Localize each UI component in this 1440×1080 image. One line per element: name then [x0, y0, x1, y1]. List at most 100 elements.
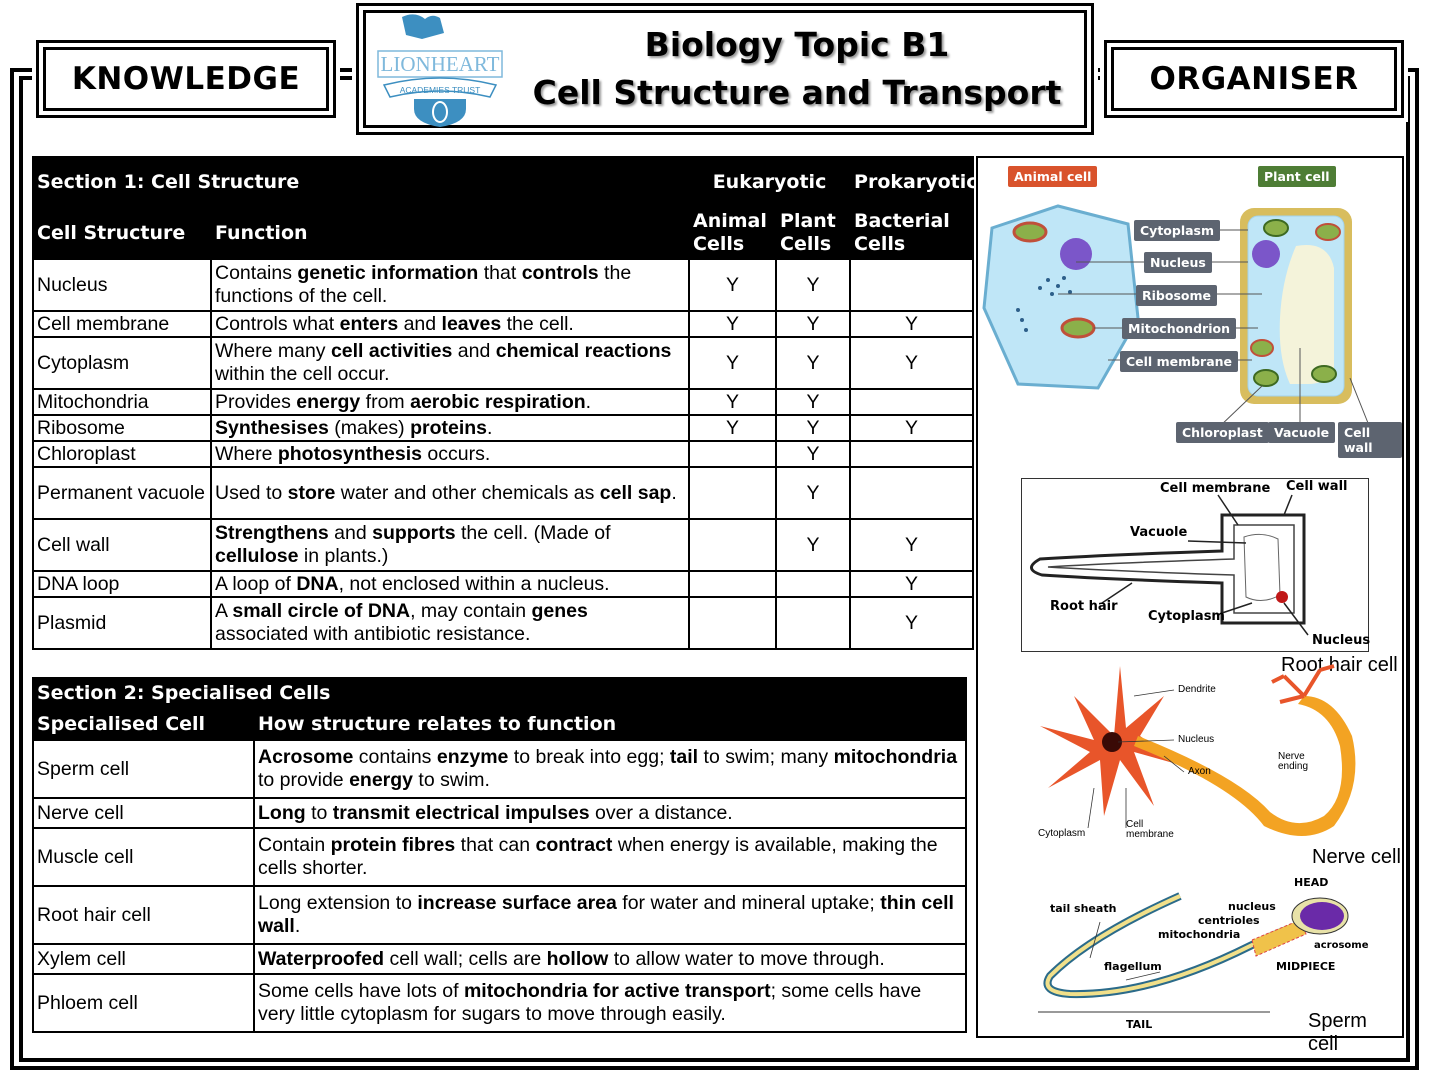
sperm-nucleus: nucleus — [1228, 900, 1276, 913]
bacterial-presence — [849, 466, 975, 520]
knowledge-header-box: KNOWLEDGE — [32, 36, 340, 122]
rh-cytoplasm: Cytoplasm — [1148, 609, 1225, 624]
col-how-structure: How structure relates to function — [253, 707, 967, 741]
cell-structure-name: Chloroplast — [32, 440, 212, 468]
nerve-nucleus: Nucleus — [1178, 734, 1215, 745]
label-ribosome: Ribosome — [1136, 285, 1217, 306]
plant-cell-tag: Plant cell — [1258, 166, 1336, 187]
specialised-cells-table: Section 2: Specialised Cells Specialised… — [32, 677, 967, 1033]
section1-title: Section 1: Cell Structure — [31, 156, 691, 208]
section2-header-row: Specialised Cell How structure relates t… — [32, 707, 967, 741]
nerve-dendrite: Dendrite — [1178, 684, 1216, 695]
sperm-mitochondria: mitochondria — [1158, 928, 1241, 941]
title-line-2: Cell Structure and Transport — [532, 73, 1062, 112]
page-title: Biology Topic B1 Cell Structure and Tran… — [510, 21, 1084, 117]
specialised-cell-description: Waterproofed cell wall; cells are hollow… — [253, 943, 967, 975]
sperm-cell-diagram — [1038, 892, 1349, 1013]
plant-presence: Y — [775, 414, 852, 442]
section1-title-row: Section 1: Cell Structure Eukaryotic Pro… — [31, 156, 978, 208]
lionheart-logo: LIONHEART ACADEMIES TRUST — [377, 14, 503, 127]
specialised-cell-name: Xylem cell — [32, 943, 255, 975]
knowledge-label: KNOWLEDGE — [71, 61, 301, 97]
bacterial-presence: Y — [849, 596, 975, 650]
cell-structure-function: A small circle of DNA, may contain genes… — [209, 596, 691, 650]
label-cell-membrane: Cell membrane — [1120, 351, 1239, 372]
animal-plant-cell-diagram — [982, 204, 1371, 429]
root-hair-diagram: Cell membrane Cell wall Vacuole Root hai… — [1021, 478, 1370, 652]
specialised-cell-description: Long extension to increase surface area … — [253, 885, 967, 945]
plant-presence — [775, 570, 852, 598]
bacterial-presence — [849, 440, 975, 468]
sperm-tail: TAIL — [1126, 1018, 1153, 1031]
organiser-label: ORGANISER — [1149, 61, 1359, 97]
cell-structure-name: Cell membrane — [32, 310, 212, 338]
cell-structure-name: Mitochondria — [32, 388, 212, 416]
cell-structure-name: Plasmid — [32, 596, 212, 650]
sperm-midpiece: MIDPIECE — [1276, 960, 1336, 973]
title-line-1: Biology Topic B1 — [644, 25, 950, 64]
cell-structure-function: Strengthens and supports the cell. (Made… — [209, 518, 691, 572]
col-cell-structure: Cell Structure — [32, 206, 212, 260]
title-box: LIONHEART ACADEMIES TRUST Biology Topic … — [352, 0, 1098, 139]
cell-structure-name: Nucleus — [32, 258, 212, 312]
label-chloroplast: Chloroplast — [1176, 422, 1269, 443]
plant-presence: Y — [775, 336, 852, 390]
label-cell-wall: Cell wall — [1338, 422, 1402, 458]
root-hair-caption: Root hair cell — [1281, 654, 1398, 676]
animal-presence — [688, 596, 778, 650]
nerve-cell-diagram — [1040, 664, 1356, 836]
svg-text:ACADEMIES TRUST: ACADEMIES TRUST — [400, 85, 481, 95]
bacterial-presence — [849, 258, 975, 312]
plant-presence: Y — [775, 258, 852, 312]
bacterial-presence: Y — [849, 336, 975, 390]
cell-structure-function: Where photosynthesis occurs. — [209, 440, 691, 468]
nerve-cell-caption: Nerve cell — [1312, 846, 1401, 868]
specialised-cell-name: Sperm cell — [32, 739, 255, 799]
specialised-cell-description: Some cells have lots of mitochondria for… — [253, 973, 967, 1033]
sperm-head: HEAD — [1294, 876, 1329, 889]
rh-cell-membrane: Cell membrane — [1160, 481, 1271, 496]
cell-structure-name: DNA loop — [32, 570, 212, 598]
cell-structure-name: Ribosome — [32, 414, 212, 442]
cell-structure-name: Permanent vacuole — [32, 466, 212, 520]
cell-structure-function: Contains genetic information that contro… — [209, 258, 691, 312]
specialised-cell-name: Root hair cell — [32, 885, 255, 945]
cell-structure-function: A loop of DNA, not enclosed within a nuc… — [209, 570, 691, 598]
plant-presence — [775, 596, 852, 650]
plant-presence: Y — [775, 440, 852, 468]
rh-root-hair: Root hair — [1050, 599, 1118, 614]
eukaryotic-heading: Eukaryotic — [688, 156, 852, 208]
plant-presence: Y — [775, 518, 852, 572]
specialised-cell-description: Contain protein fibres that can contract… — [253, 827, 967, 887]
sperm-cell-caption: Sperm cell — [1308, 1010, 1367, 1055]
label-mitochondrion: Mitochondrion — [1122, 318, 1236, 339]
bacterial-presence — [849, 388, 975, 416]
diagram-panel: Animal cell Plant cell Cytoplasm Nucleus… — [976, 156, 1404, 1055]
sperm-tail-sheath: tail sheath — [1050, 902, 1117, 915]
cell-structure-function: Where many cell activities and chemical … — [209, 336, 691, 390]
nerve-cytoplasm: Cytoplasm — [1038, 828, 1086, 839]
cell-structure-function: Provides energy from aerobic respiration… — [209, 388, 691, 416]
animal-presence: Y — [688, 414, 778, 442]
animal-presence — [688, 518, 778, 572]
svg-text:LIONHEART: LIONHEART — [381, 52, 500, 76]
bacterial-presence: Y — [849, 310, 975, 338]
